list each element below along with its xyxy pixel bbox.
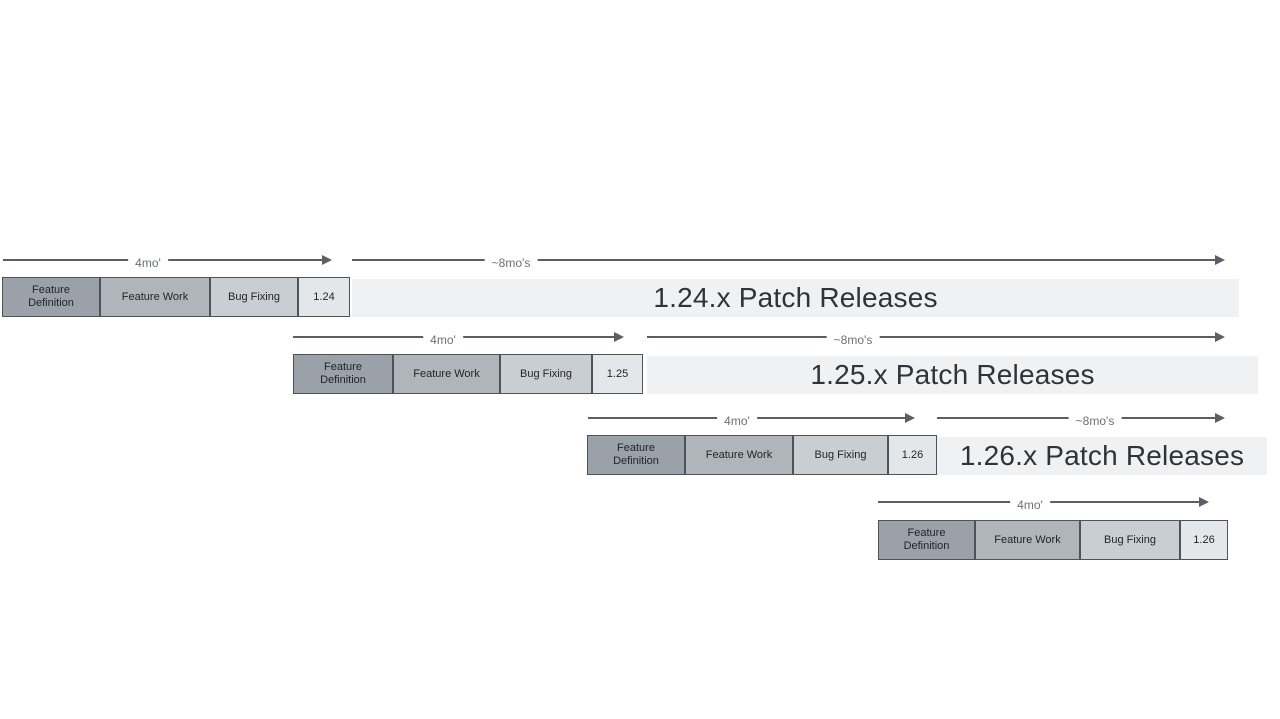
phase-box-feature-work: Feature Work (393, 354, 500, 394)
cycle-duration-label: 4mo' (128, 256, 168, 271)
cycle-duration-label: 4mo' (423, 333, 463, 348)
patch-releases-label: 1.24.x Patch Releases (653, 282, 938, 313)
patch-duration-label: ~8mo's (1068, 414, 1122, 429)
phase-box-feature-definition: Feature Definition (2, 277, 100, 317)
version-box: 1.25 (592, 354, 643, 394)
phase-box-bug-fixing: Bug Fixing (500, 354, 592, 394)
phase-box-feature-definition: Feature Definition (878, 520, 975, 560)
cycle-duration-arrow: 4mo' (588, 413, 915, 429)
phase-box-bug-fixing: Bug Fixing (1080, 520, 1180, 560)
phase-box-feature-definition: Feature Definition (293, 354, 393, 394)
patch-duration-label: ~8mo's (826, 333, 880, 348)
phase-box-feature-work: Feature Work (975, 520, 1080, 560)
phase-box-bug-fixing: Bug Fixing (210, 277, 298, 317)
patch-duration-arrow: ~8mo's (647, 332, 1225, 348)
patch-releases-label: 1.26.x Patch Releases (959, 440, 1245, 471)
patch-releases-label: 1.25.x Patch Releases (810, 359, 1095, 390)
patch-duration-label: ~8mo's (484, 256, 538, 271)
patch-releases-bar: 1.26.x Patch Releases (937, 437, 1267, 475)
patch-duration-arrow: ~8mo's (937, 413, 1225, 429)
cycle-duration-label: 4mo' (1010, 498, 1050, 513)
patch-releases-bar: 1.25.x Patch Releases (647, 356, 1258, 394)
phase-box-bug-fixing: Bug Fixing (793, 435, 888, 475)
phase-box-feature-definition: Feature Definition (587, 435, 685, 475)
cycle-duration-arrow: 4mo' (293, 332, 624, 348)
phase-box-feature-work: Feature Work (100, 277, 210, 317)
version-box: 1.24 (298, 277, 350, 317)
phase-box-feature-work: Feature Work (685, 435, 793, 475)
cycle-duration-arrow: 4mo' (878, 497, 1209, 513)
version-box: 1.26 (1180, 520, 1228, 560)
version-box: 1.26 (888, 435, 937, 475)
cycle-duration-label: 4mo' (717, 414, 757, 429)
patch-releases-bar: 1.24.x Patch Releases (352, 279, 1239, 317)
cycle-duration-arrow: 4mo' (3, 255, 332, 271)
patch-duration-arrow: ~8mo's (352, 255, 1225, 271)
